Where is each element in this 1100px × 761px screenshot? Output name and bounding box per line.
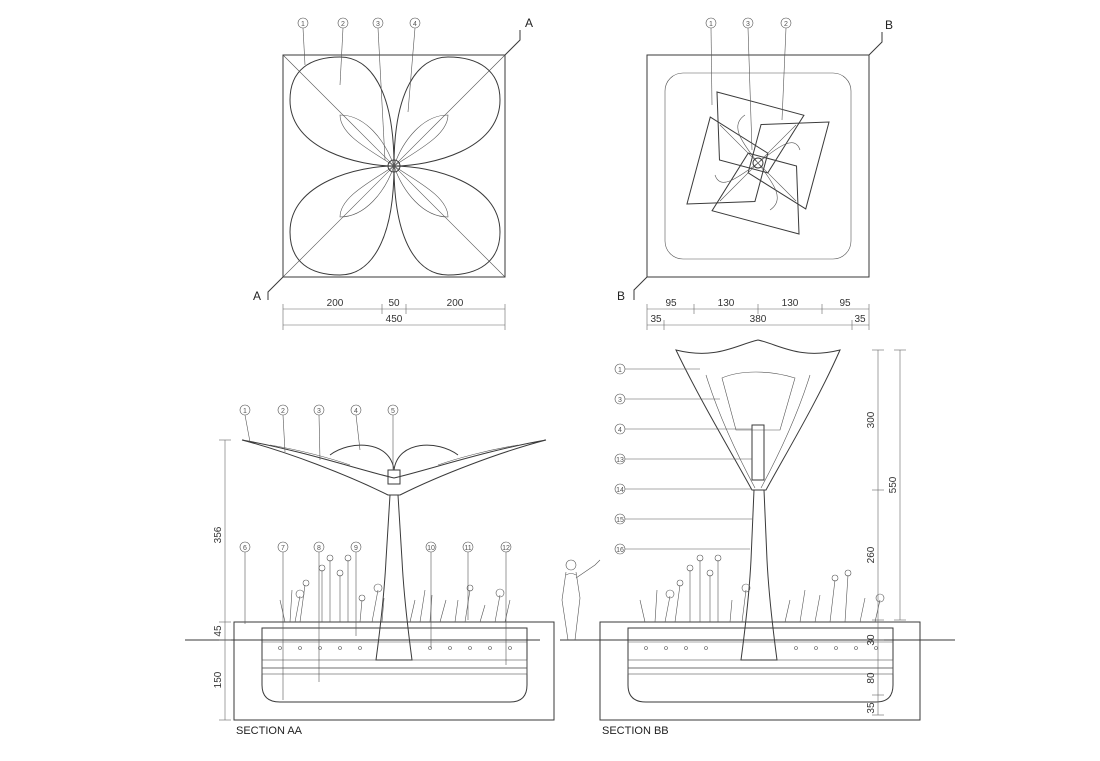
- section-aa-plants: [279, 554, 511, 623]
- plan-a-cut-label-bottom: A: [253, 289, 261, 303]
- section-aa-planter-wall: [233, 621, 555, 721]
- plan-b-cut-label-top: B: [885, 18, 893, 32]
- section-aa-callout-3: 3: [317, 408, 321, 415]
- plan-a-callout-1: 1: [301, 21, 305, 28]
- section-aa-stem: [375, 494, 413, 661]
- plan-b-dim-95-left: 95: [665, 298, 677, 309]
- section-bb-dim-300: 300: [866, 411, 877, 428]
- section-aa-callout-1: 1: [243, 408, 247, 415]
- plan-b-callout-3: 3: [746, 21, 750, 28]
- section-aa-vertical-dimensions: 356 45 150: [213, 439, 231, 721]
- section-bb-dim-260: 260: [866, 546, 877, 563]
- section-bb-callout-4: 4: [618, 427, 622, 434]
- section-aa-dim-45: 45: [213, 625, 224, 637]
- section-aa-callout-12: 12: [502, 545, 510, 552]
- section-bb-callouts: 1 3 4 13 14 15 16: [614, 363, 752, 555]
- plan-a-petals: [282, 54, 506, 278]
- section-aa: 1 2 3 4 5 6 7 8 9 10 11 12: [185, 404, 555, 737]
- plan-b-callouts: 1 3 2: [705, 17, 792, 151]
- section-bb-callout-14: 14: [616, 487, 624, 494]
- section-aa-callout-5: 5: [391, 408, 395, 415]
- plan-a-callout-4: 4: [413, 21, 417, 28]
- plan-b-dimensions: 95 130 130 95 35 380 35: [646, 298, 870, 330]
- section-aa-callout-10: 10: [427, 545, 435, 552]
- plan-a-dim-200-left: 200: [327, 298, 344, 309]
- section-aa-callouts-top: 1 2 3 4 5: [239, 404, 399, 470]
- section-aa-dim-356: 356: [213, 526, 224, 543]
- section-bb-dim-80: 80: [866, 672, 877, 684]
- plan-a-dimensions: 200 50 200 450: [282, 298, 506, 330]
- section-bb-dim-35: 35: [866, 702, 877, 714]
- section-aa-callout-11: 11: [464, 545, 471, 552]
- section-aa-callout-2: 2: [281, 408, 285, 415]
- plan-b-dim-95-right: 95: [839, 298, 851, 309]
- section-bb-callout-1: 1: [618, 367, 622, 374]
- plan-a: A A 1 2 3 4 200 50 200 450: [253, 16, 533, 330]
- plan-b-dim-380: 380: [750, 314, 767, 325]
- section-aa-title: SECTION AA: [236, 725, 303, 737]
- plan-a-dim-450: 450: [386, 314, 403, 325]
- plan-a-dim-50: 50: [388, 298, 400, 309]
- plan-a-callout-2: 2: [341, 21, 345, 28]
- plan-a-callouts: 1 2 3 4: [297, 17, 421, 161]
- plan-a-cut-label-top: A: [525, 16, 533, 30]
- plan-b-dim-35-left: 35: [650, 314, 662, 325]
- plan-b-dim-130-left: 130: [718, 298, 735, 309]
- section-bb-closed-flower: [675, 339, 841, 491]
- plan-b-callout-1: 1: [709, 21, 713, 28]
- plan-b: B B 1 3 2 95 130 130 95 35 380 35: [617, 17, 893, 330]
- section-aa-callout-9: 9: [354, 545, 358, 552]
- section-bb-callout-16: 16: [616, 547, 624, 554]
- plan-b-planting-bed: [664, 72, 852, 260]
- section-bb-planter-wall: [599, 621, 921, 721]
- section-bb-dim-30: 30: [866, 634, 877, 646]
- section-aa-callouts-bottom: 6 7 8 9 10 11 12: [239, 541, 512, 700]
- plan-b-dim-130-right: 130: [782, 298, 799, 309]
- human-scale-figure: [561, 559, 601, 641]
- plan-a-boundary: [282, 54, 506, 278]
- section-bb: 1 3 4 13 14 15 16 550: [560, 339, 955, 737]
- section-bb-plants: [639, 554, 885, 623]
- plan-b-callout-2: 2: [784, 21, 788, 28]
- section-bb-callout-13: 13: [616, 457, 624, 464]
- section-bb-title: SECTION BB: [602, 725, 669, 737]
- section-bb-dim-550: 550: [888, 476, 899, 493]
- plan-b-dim-35-right: 35: [854, 314, 866, 325]
- section-aa-callout-7: 7: [281, 545, 285, 552]
- plan-b-boundary: [646, 54, 870, 278]
- section-aa-canopy: [241, 439, 547, 496]
- section-bb-callout-15: 15: [616, 517, 624, 524]
- plan-b-petals: [686, 91, 830, 235]
- plan-a-callout-3: 3: [376, 21, 380, 28]
- plan-a-dim-200-right: 200: [447, 298, 464, 309]
- section-bb-vertical-dimensions: 550 300 260 30 80 35: [866, 349, 906, 716]
- section-bb-callout-3: 3: [618, 397, 622, 404]
- section-bb-stem: [740, 489, 778, 661]
- section-aa-dim-150: 150: [213, 671, 224, 688]
- section-aa-callout-6: 6: [243, 545, 247, 552]
- section-aa-callout-8: 8: [317, 545, 321, 552]
- section-aa-callout-4: 4: [354, 408, 358, 415]
- plan-b-cut-label-bottom: B: [617, 289, 625, 303]
